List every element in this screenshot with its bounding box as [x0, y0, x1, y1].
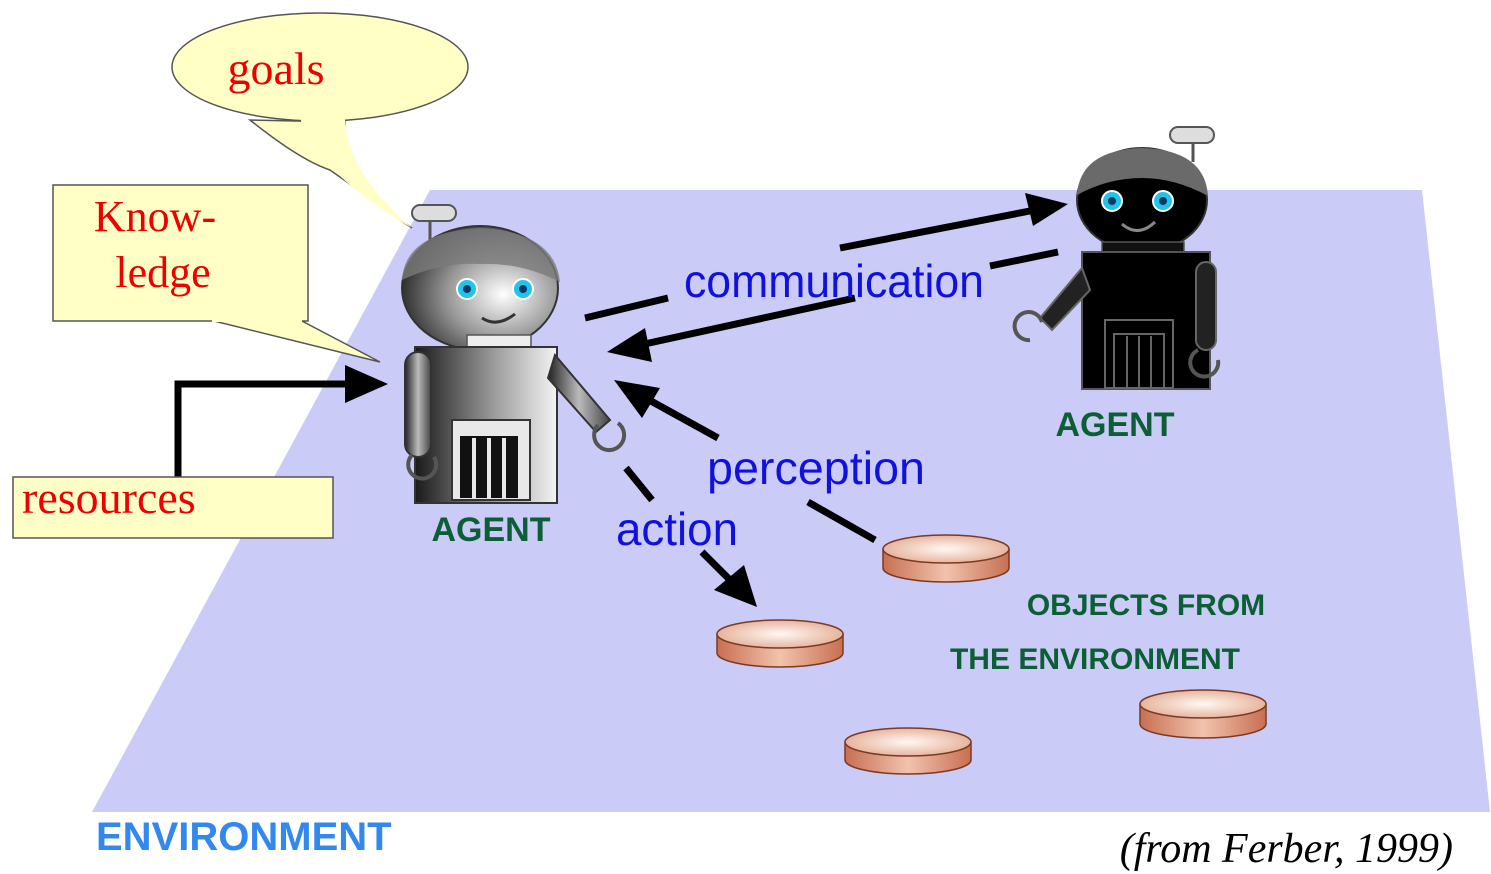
- knowledge-label-line1: Know-: [94, 192, 216, 241]
- left-agent-robot: [401, 204, 627, 504]
- goals-bubble: goals: [171, 12, 469, 229]
- action-label: action: [616, 503, 738, 555]
- objects-label-line2: THE ENVIRONMENT: [950, 643, 1240, 676]
- perception-arrow: [614, 380, 877, 544]
- objects-label-line1: OBJECTS FROM: [1027, 589, 1265, 622]
- goals-label: goals: [227, 43, 324, 94]
- resources-input: resources: [12, 365, 388, 539]
- object-disk-1: [882, 534, 1010, 583]
- knowledge-callout: Know- ledge: [52, 184, 381, 363]
- object-disk-3: [1139, 689, 1267, 739]
- right-agent-robot: [1012, 126, 1221, 390]
- object-disk-2: [716, 619, 844, 668]
- right-agent-label: AGENT: [1056, 406, 1175, 444]
- action-arrow: [623, 465, 757, 607]
- object-disk-4: [844, 727, 972, 775]
- environment-label: ENVIRONMENT: [96, 815, 392, 859]
- citation: (from Ferber, 1999): [1120, 826, 1453, 872]
- communication-arrows: [584, 193, 1068, 362]
- perception-label: perception: [707, 442, 925, 494]
- resources-label: resources: [22, 472, 196, 523]
- communication-label: communication: [684, 255, 984, 307]
- knowledge-label-line2: ledge: [115, 248, 210, 297]
- left-agent-label: AGENT: [432, 511, 551, 549]
